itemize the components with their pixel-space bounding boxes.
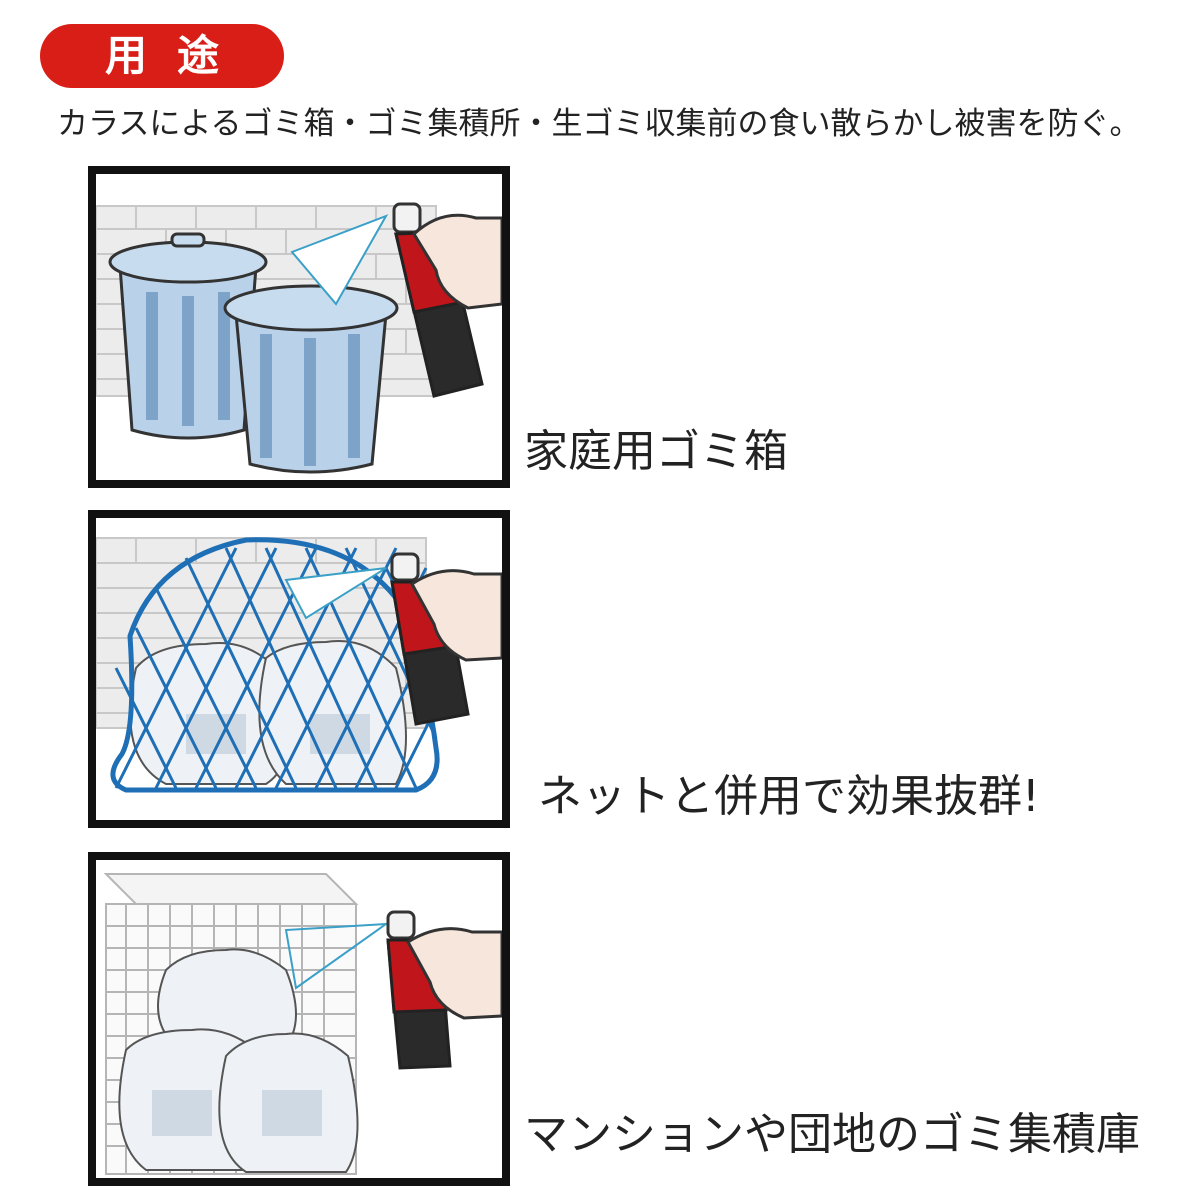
trash-can-icon (223, 284, 399, 474)
panel-apartment-storage (88, 852, 510, 1186)
spray-mist (290, 214, 389, 306)
panel-household-trash (88, 166, 510, 488)
hand-icon (410, 569, 502, 662)
spray-mist (284, 922, 390, 990)
trash-can-icon (108, 232, 268, 440)
hand-icon (406, 927, 502, 1020)
garbage-bag-icon (118, 948, 359, 1173)
usage-description: カラスによるゴミ箱・ゴミ集積所・生ゴミ収集前の食い散らかし被害を防ぐ。 (57, 106, 1141, 142)
caption-household-trash: 家庭用ゴミ箱 (524, 426, 788, 477)
spray-mist (284, 567, 387, 620)
panel-net-combo (88, 510, 510, 828)
apartment-storage-illustration (103, 873, 502, 1175)
usage-badge: 用途 (40, 24, 284, 88)
net-combo-illustration (96, 537, 502, 793)
caption-apartment-storage: マンションや団地のゴミ集積庫 (524, 1109, 1140, 1160)
household-trash-illustration (96, 202, 502, 474)
caption-net-combo: ネットと併用で効果抜群! (538, 771, 1040, 822)
hand-icon (412, 213, 502, 310)
